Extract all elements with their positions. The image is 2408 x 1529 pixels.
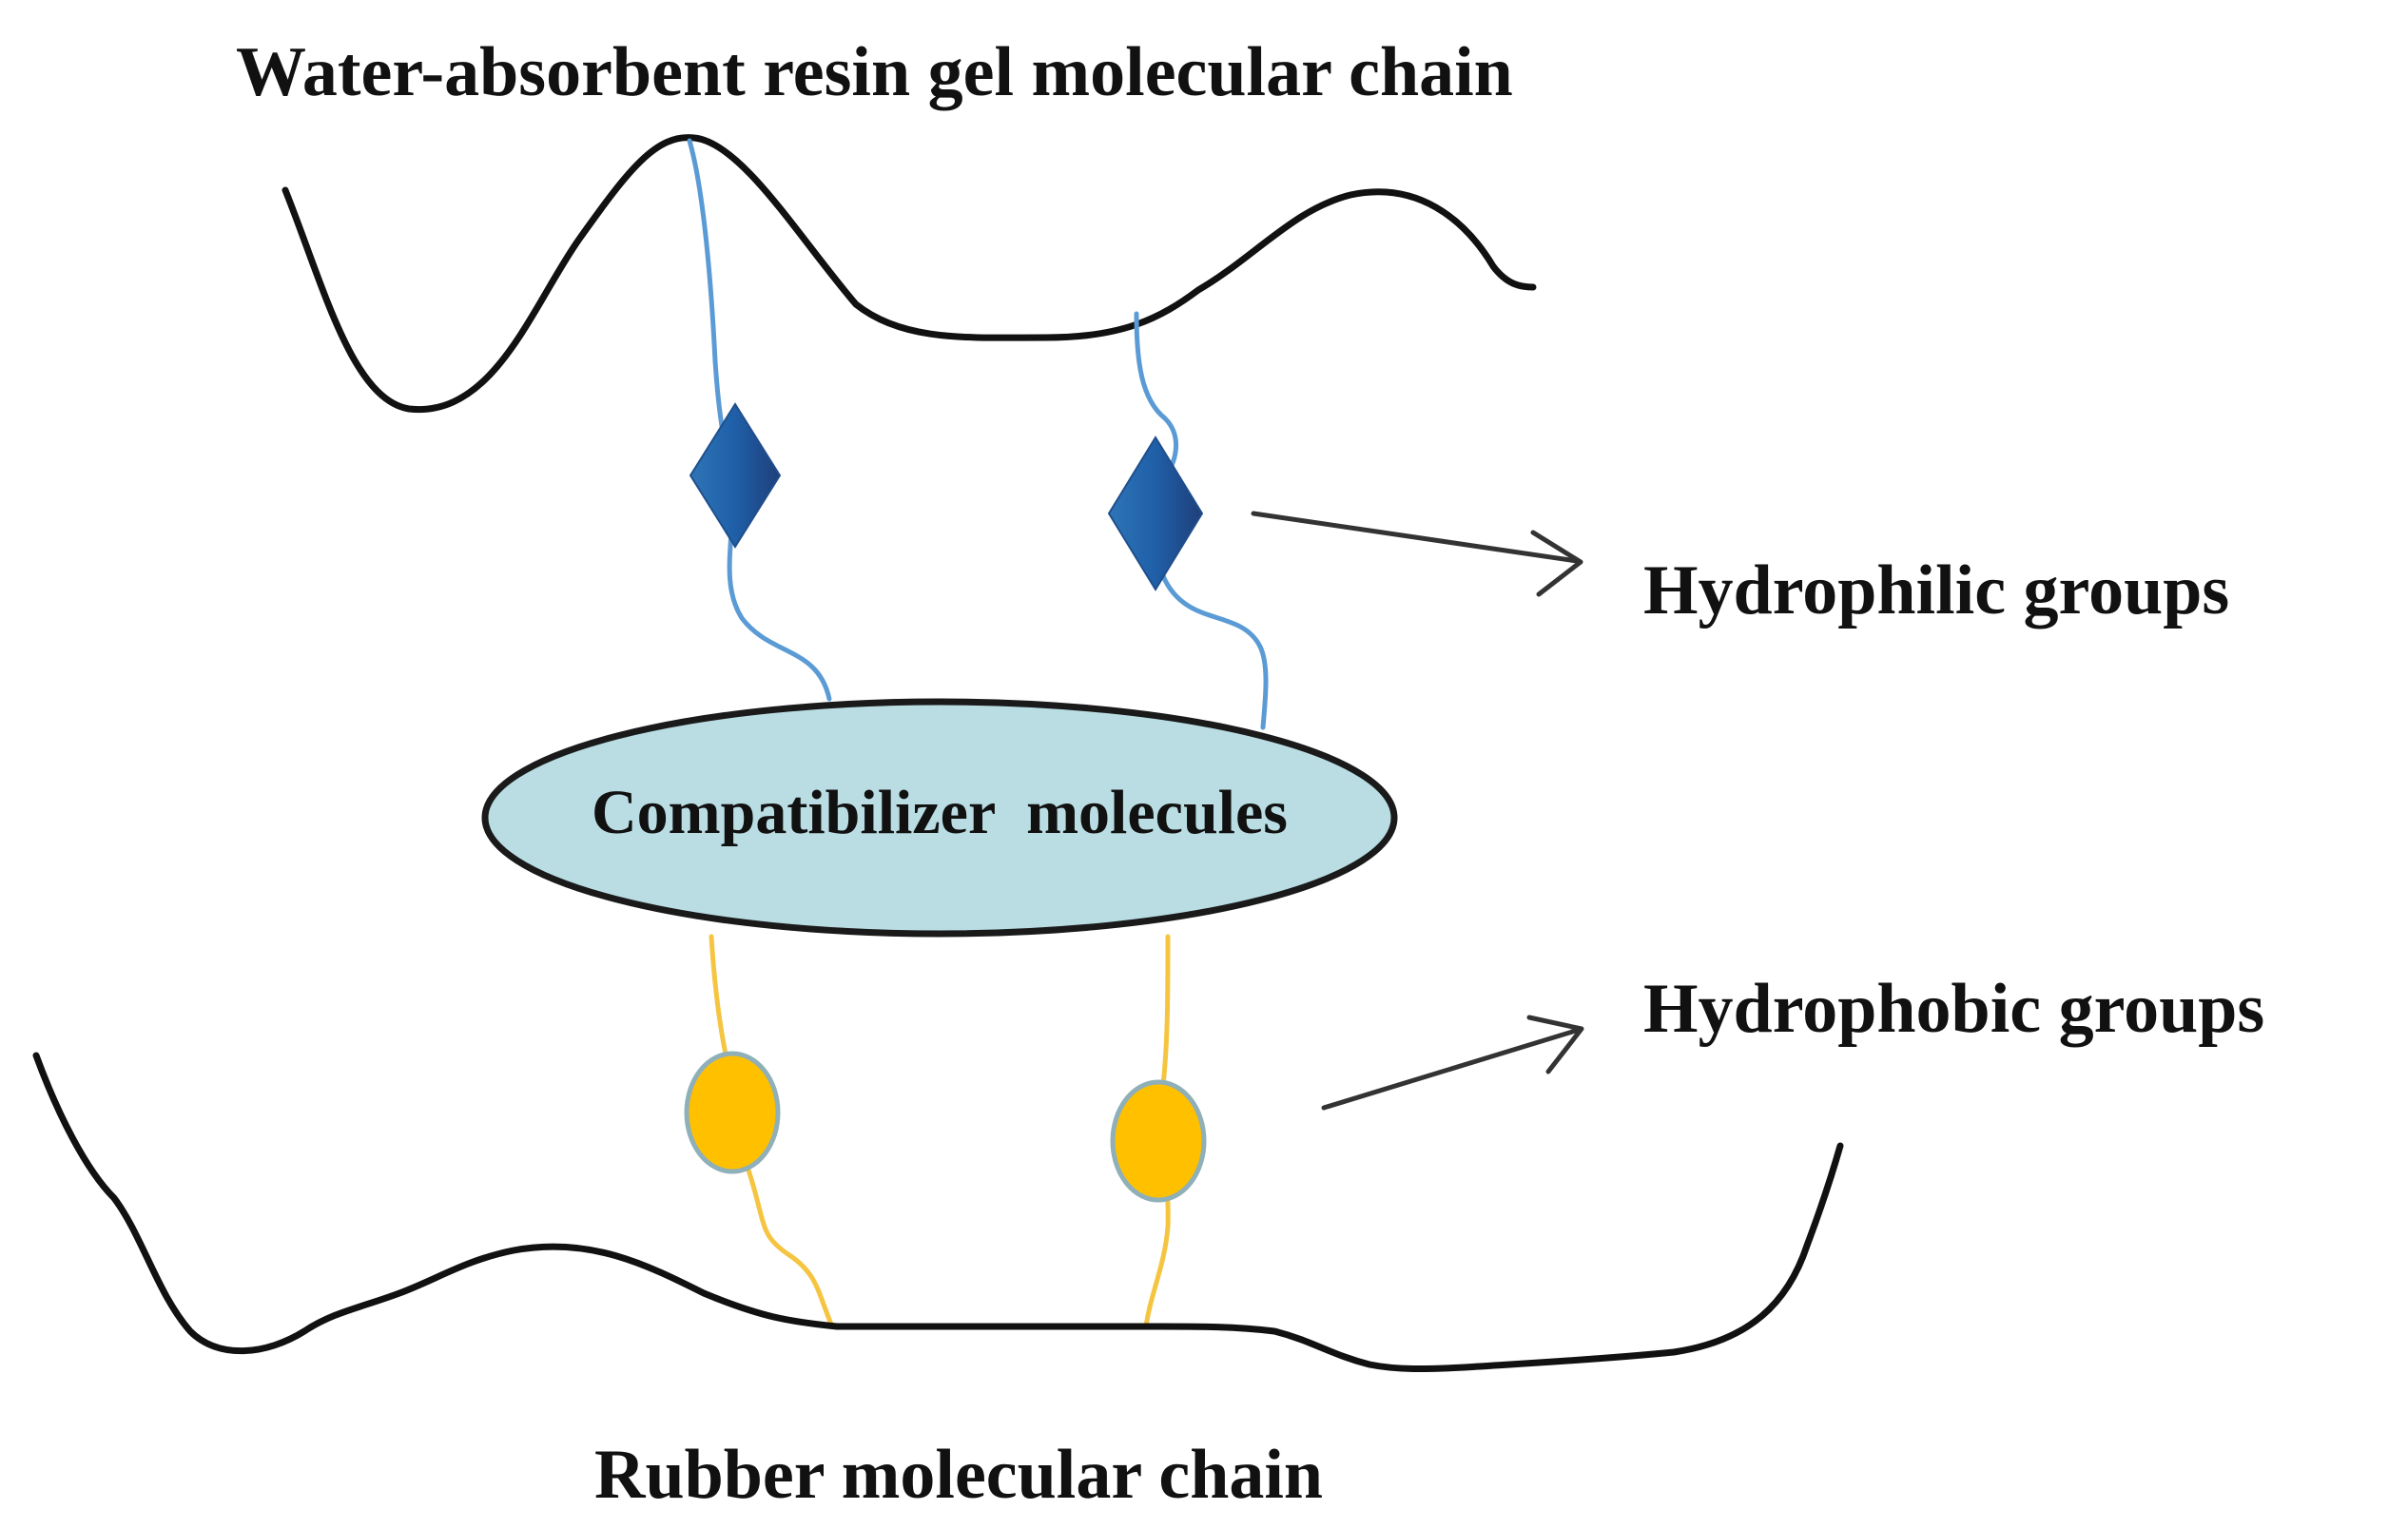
hydrophilic-group-diamond-left <box>689 402 782 549</box>
rubber-molecular-chain <box>32 1052 1844 1373</box>
hydrophilic-link-left <box>687 138 832 702</box>
top-chain-label: Water-absorbent resin gel molecular chai… <box>236 33 1513 111</box>
hydrophobic-arrow <box>1321 1015 1584 1111</box>
hydrophobic-group-circle-right <box>1110 1079 1207 1203</box>
hydrophobic-group-circle-left <box>684 1051 781 1174</box>
compatibilizer-molecule-ellipse <box>481 698 1398 938</box>
hydrophobic-link-left <box>709 934 835 1329</box>
bottom-chain-label: Rubber molecular chain <box>594 1436 1323 1514</box>
hydrophobic-groups-label: Hydrophobic groups <box>1643 970 2264 1048</box>
hydrophilic-group-diamond-right <box>1107 435 1204 591</box>
resin-gel-molecular-chain <box>282 134 1537 413</box>
hydrophilic-groups-label: Hydrophilic groups <box>1643 552 2229 629</box>
hydrophilic-arrow <box>1251 511 1583 597</box>
compatibilizer-label: Compatibilizer molecules <box>592 778 1288 847</box>
